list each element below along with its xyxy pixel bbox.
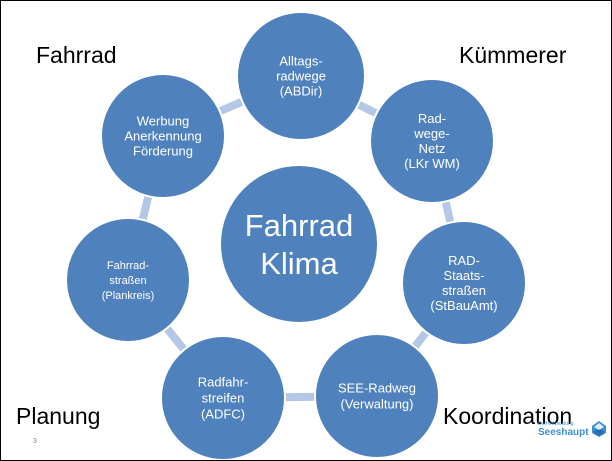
node-label-line: RAD- bbox=[448, 253, 480, 268]
logo-subtitle: Dorfentwicklung bbox=[538, 421, 574, 427]
cycle-node: Alltags-radwege(ABDir) bbox=[236, 11, 366, 141]
node-label-line: straßen bbox=[109, 275, 146, 287]
node-label-line: SEE-Radweg bbox=[338, 381, 416, 396]
cycle-node: Rad-wege-Netz(LKr WM) bbox=[369, 78, 495, 204]
node-label-line: radwege bbox=[276, 69, 326, 84]
node-label-line: (Plankreis) bbox=[102, 290, 155, 302]
node-circle bbox=[369, 78, 495, 204]
node-label-line: (ADFC) bbox=[201, 407, 245, 422]
node-label-line: (LKr WM) bbox=[404, 156, 460, 171]
node-label-line: Alltags- bbox=[279, 54, 322, 69]
slide-number: 3 bbox=[33, 438, 37, 445]
cycle-nodes: Alltags-radwege(ABDir)Rad-wege-Netz(LKr … bbox=[65, 11, 527, 460]
node-label-line: (ABDir) bbox=[280, 84, 323, 99]
node-label-line: (StBauAmt) bbox=[430, 298, 497, 313]
node-label-line: straßen bbox=[442, 283, 486, 298]
cycle-node: RAD-Staats-straßen(StBauAmt) bbox=[401, 220, 527, 346]
center-label-line: Fahrrad bbox=[245, 208, 354, 243]
logo-title: Seeshaupt bbox=[538, 427, 589, 438]
corner-label-top-right: Kümmerer bbox=[459, 42, 567, 68]
node-label-line: streifen bbox=[202, 391, 245, 406]
center-circle bbox=[219, 164, 379, 324]
cycle-node: Fahrrad-straßen (Plankreis) bbox=[65, 217, 191, 343]
node-circle bbox=[65, 217, 191, 343]
center-label-line: Klima bbox=[260, 246, 338, 281]
node-label-line: wege- bbox=[413, 126, 449, 141]
cycle-node: SEE-Radweg(Verwaltung) bbox=[314, 333, 440, 459]
node-circle bbox=[314, 333, 440, 459]
cycle-node: Radfahr-streifen(ADFC) bbox=[160, 335, 286, 460]
node-label-line: Staats- bbox=[443, 268, 484, 283]
seeshaupt-logo-icon bbox=[592, 421, 606, 437]
corner-label-bottom-right: Koordination bbox=[443, 403, 573, 429]
node-circle bbox=[160, 335, 286, 460]
node-label-line: Rad- bbox=[418, 111, 446, 126]
corner-label-top-left: Fahrrad bbox=[36, 42, 117, 68]
node-label-line: Werbung bbox=[137, 114, 190, 129]
node-label-line: Netz bbox=[419, 141, 446, 156]
node-circle bbox=[401, 220, 527, 346]
node-label-line: Fahrrad- bbox=[107, 260, 150, 272]
node-label-line: Radfahr- bbox=[198, 375, 249, 390]
node-label-line: (Verwaltung) bbox=[341, 397, 414, 412]
corner-label-bottom-left: Planung bbox=[16, 403, 101, 429]
node-label-line: Förderung bbox=[133, 144, 193, 159]
node-circle bbox=[100, 73, 226, 199]
seeshaupt-logo: Dorfentwicklung Seeshaupt bbox=[538, 418, 608, 442]
node-circle bbox=[236, 11, 366, 141]
node-label-line: Anerkennung bbox=[124, 129, 201, 144]
